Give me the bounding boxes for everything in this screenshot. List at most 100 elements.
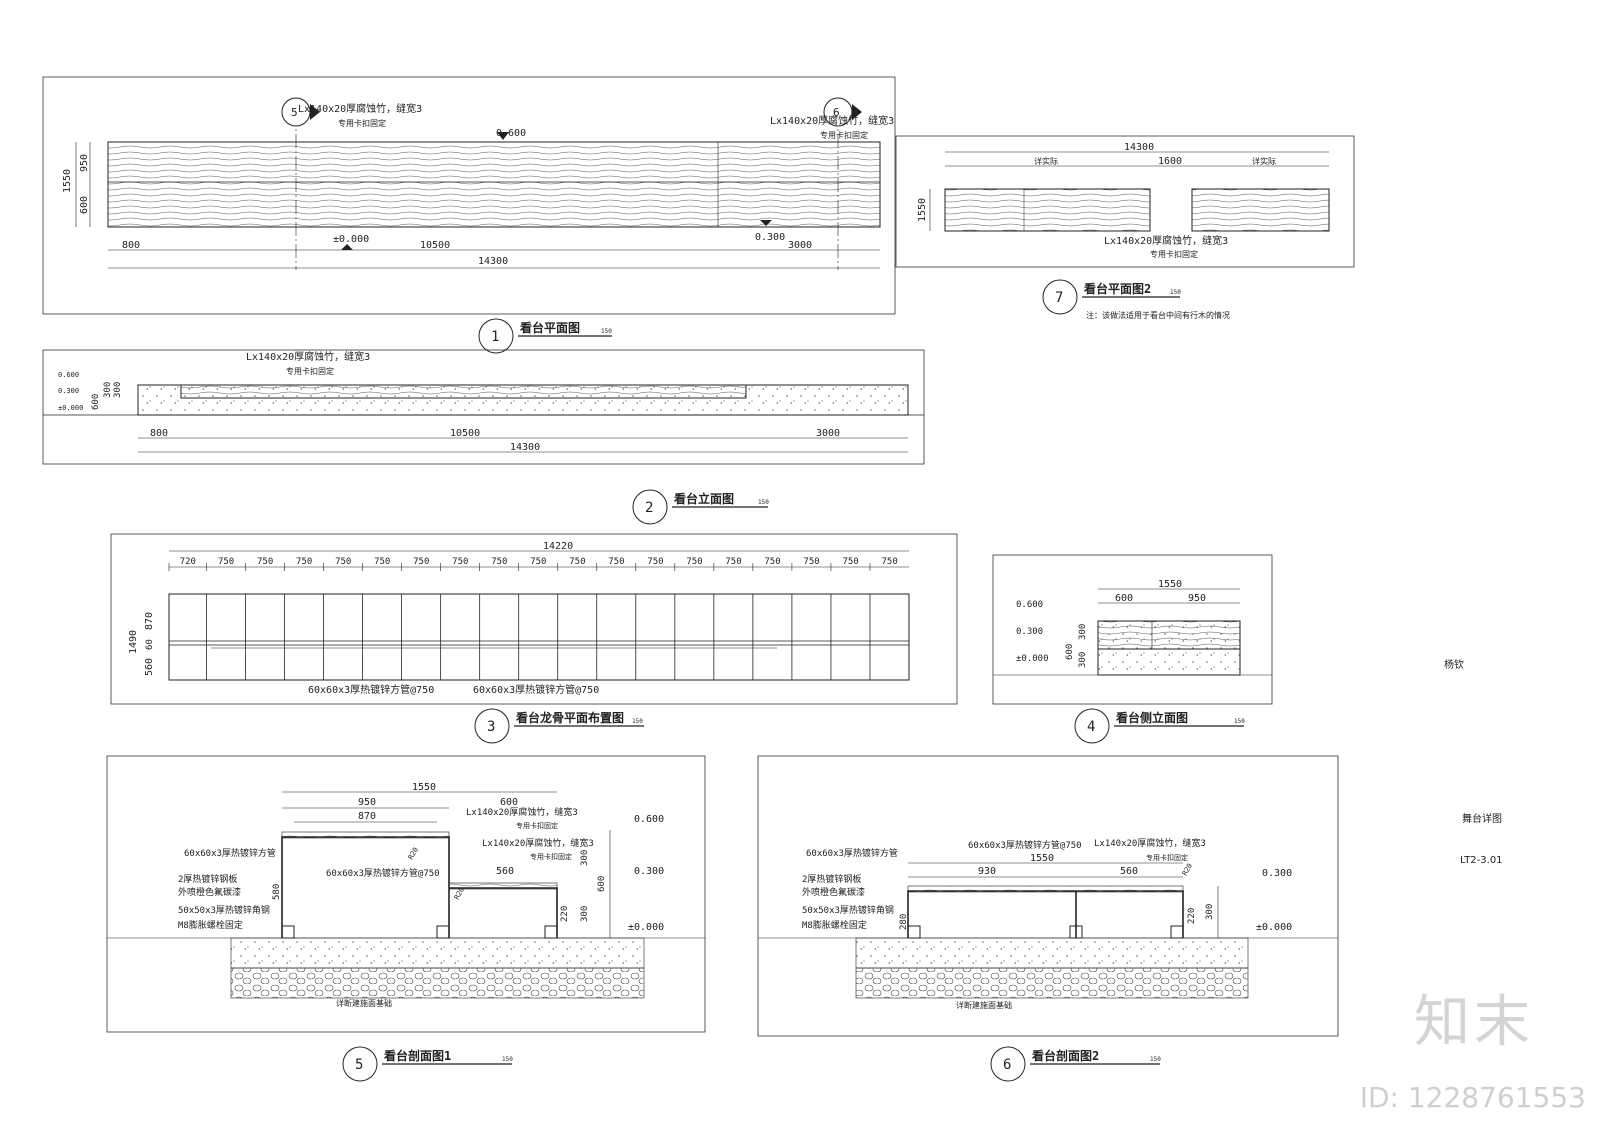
- view-3-frame: [110, 533, 958, 705]
- view-3-scale: 150: [632, 718, 643, 725]
- view-7-title: 看台平面图2: [1084, 281, 1151, 296]
- view-7-dim-actual-left: 详实际: [1034, 156, 1058, 166]
- view-5-note-pipe: 60x60x3厚热镀锌方管@750: [326, 867, 440, 879]
- view-1-dim-w-14300: 14300: [478, 256, 508, 267]
- view-2-scale: 150: [758, 499, 769, 506]
- view-3-span-label: 750: [413, 557, 429, 567]
- view-7-number-circle: [1042, 279, 1078, 315]
- view-2-number-circle: [632, 489, 668, 525]
- view-5-dim-560: 560: [496, 866, 514, 877]
- drawing-title: 舞台详图: [1462, 814, 1502, 825]
- view-4-title: 看台侧立面图: [1116, 710, 1188, 725]
- view-1-dim-w-800: 800: [122, 240, 140, 251]
- view-3-ribs: [206, 594, 871, 680]
- view-5-section-1: 1550 950 600 870 560 60x60x3厚热镀锌方管 2厚热镀锌…: [106, 755, 706, 1082]
- view-6-dim-v-280: 280: [899, 914, 909, 930]
- view-1-title: 看台平面图: [520, 320, 580, 335]
- view-5-post-c: [544, 925, 558, 939]
- view-4-number-circle: [1074, 708, 1110, 744]
- view-6-frame: [907, 890, 1184, 938]
- view-5-dim-1550: 1550: [412, 782, 436, 793]
- view-3-span-label: 750: [452, 557, 468, 567]
- view-5-radius-a: R20: [407, 846, 420, 861]
- view-2-note: Lx140x20厚腐蚀竹，缝宽3: [246, 350, 370, 363]
- view-2-note2: 专用卡扣固定: [286, 366, 334, 376]
- view-5-gravel: [230, 967, 645, 999]
- view-2-dim-3000: 3000: [816, 428, 840, 439]
- view-3-dim-total: 14220: [543, 541, 573, 552]
- view-6-note-top: Lx140x20厚腐蚀竹，缝宽3: [1094, 837, 1206, 849]
- view-5-dim-v-220: 220: [560, 906, 570, 922]
- view-6-frame: [757, 755, 1339, 1037]
- view-4-number: 4: [1087, 719, 1095, 735]
- view-6-note-top2: 专用卡扣固定: [1146, 853, 1188, 862]
- view-7-dim-1550: 1550: [917, 198, 928, 222]
- view-6-slab: [855, 937, 1249, 969]
- view-6-section-2: 1550 930 560 60x60x3厚热镀锌方管 2厚热镀锌钢板 外喷橙色氟…: [757, 755, 1339, 1082]
- view-6-dim-930: 930: [978, 866, 996, 877]
- view-6-note-2: 外喷橙色氟碳漆: [802, 886, 865, 898]
- view-6-dim-560: 560: [1120, 866, 1138, 877]
- view-4-dim-h-300b: 300: [1078, 652, 1088, 668]
- view-5-note-3: 50x50x3厚热镀锌角钢: [178, 904, 270, 916]
- view-7-dim-1600: 1600: [1158, 156, 1182, 167]
- view-1-dim-h-1550: 1550: [62, 169, 73, 193]
- view-2-number: 2: [645, 500, 653, 516]
- view-3-span-label: 750: [569, 557, 585, 567]
- view-5-scale: 150: [502, 1056, 513, 1063]
- view-5-note-0: 60x60x3厚热镀锌方管: [184, 847, 276, 859]
- view-6-post-a: [907, 925, 921, 939]
- view-1-note-a: Lx140x20厚腐蚀竹，缝宽3: [298, 102, 422, 115]
- view-4-dim-600: 600: [1115, 593, 1133, 604]
- view-5-note-4: M8膨胀螺栓固定: [178, 919, 243, 931]
- view-3-span-label: 750: [881, 557, 897, 567]
- view-7-scale: 150: [1170, 289, 1181, 296]
- view-5-dim-v-300a: 300: [580, 850, 590, 866]
- view-6-note-3: 50x50x3厚热镀锌角钢: [802, 904, 894, 916]
- view-5-elev-600: 0.600: [634, 814, 664, 825]
- view-2-stand-elevation: Lx140x20厚腐蚀竹，缝宽3 专用卡扣固定 0.600 0.300 ±0.0…: [42, 349, 925, 525]
- view-3-span-label: 750: [803, 557, 819, 567]
- view-5-frame-low: [449, 887, 558, 938]
- view-7-dim-actual-right: 详实际: [1252, 156, 1276, 166]
- view-5-note-top2: 专用卡扣固定: [516, 821, 558, 830]
- watermark-logo: 知末: [1414, 990, 1534, 1055]
- view-5-foundation: 详断建施面基础: [336, 998, 392, 1008]
- view-5-frame-high: [281, 836, 450, 938]
- view-5-note-top: Lx140x20厚腐蚀竹，缝宽3: [466, 806, 578, 818]
- view-2-dim-h-300b: 300: [113, 382, 123, 398]
- view-2-dim-800: 800: [150, 428, 168, 439]
- section-marker-5-num: 5: [291, 106, 298, 119]
- view-6-foundation: 详断建施面基础: [956, 1000, 1012, 1010]
- view-5-note-mid2: 专用卡扣固定: [530, 852, 572, 861]
- view-2-elev-000: ±0.000: [58, 404, 83, 412]
- view-6-dim-1550: 1550: [1030, 853, 1054, 864]
- view-4-dim-h-300a: 300: [1078, 624, 1088, 640]
- elev-marker-600: [497, 132, 509, 140]
- view-5-dim-v-580: 580: [272, 884, 282, 900]
- view-3-number: 3: [487, 719, 495, 735]
- view-6-note-pipe: 60x60x3厚热镀锌方管@750: [968, 839, 1082, 851]
- view-2-dim-h-300a: 300: [103, 382, 113, 398]
- view-4-elev-600: 0.600: [1016, 600, 1043, 610]
- view-3-note-b: 60x60x3厚热镀锌方管@750: [473, 683, 599, 696]
- elev-marker-000: [341, 244, 353, 250]
- view-4-scale: 150: [1234, 718, 1245, 725]
- view-3-outline: [168, 593, 910, 681]
- view-7-number: 7: [1055, 290, 1063, 306]
- view-4-dim-950: 950: [1188, 593, 1206, 604]
- view-7-deck-left: [944, 188, 1151, 232]
- view-3-span-label: 750: [842, 557, 858, 567]
- view-3-title: 看台龙骨平面布置图: [516, 710, 624, 725]
- view-1-dim-h-600: 600: [79, 196, 90, 214]
- view-6-number: 6: [1003, 1057, 1011, 1073]
- view-5-dim-v-600: 600: [597, 876, 607, 892]
- view-6-title: 看台剖面图2: [1032, 1048, 1099, 1063]
- view-5-note-mid: Lx140x20厚腐蚀竹，缝宽3: [482, 837, 594, 849]
- view-3-span-label: 750: [725, 557, 741, 567]
- view-6-dim-v-220: 220: [1187, 908, 1197, 924]
- view-3-span-label: 750: [491, 557, 507, 567]
